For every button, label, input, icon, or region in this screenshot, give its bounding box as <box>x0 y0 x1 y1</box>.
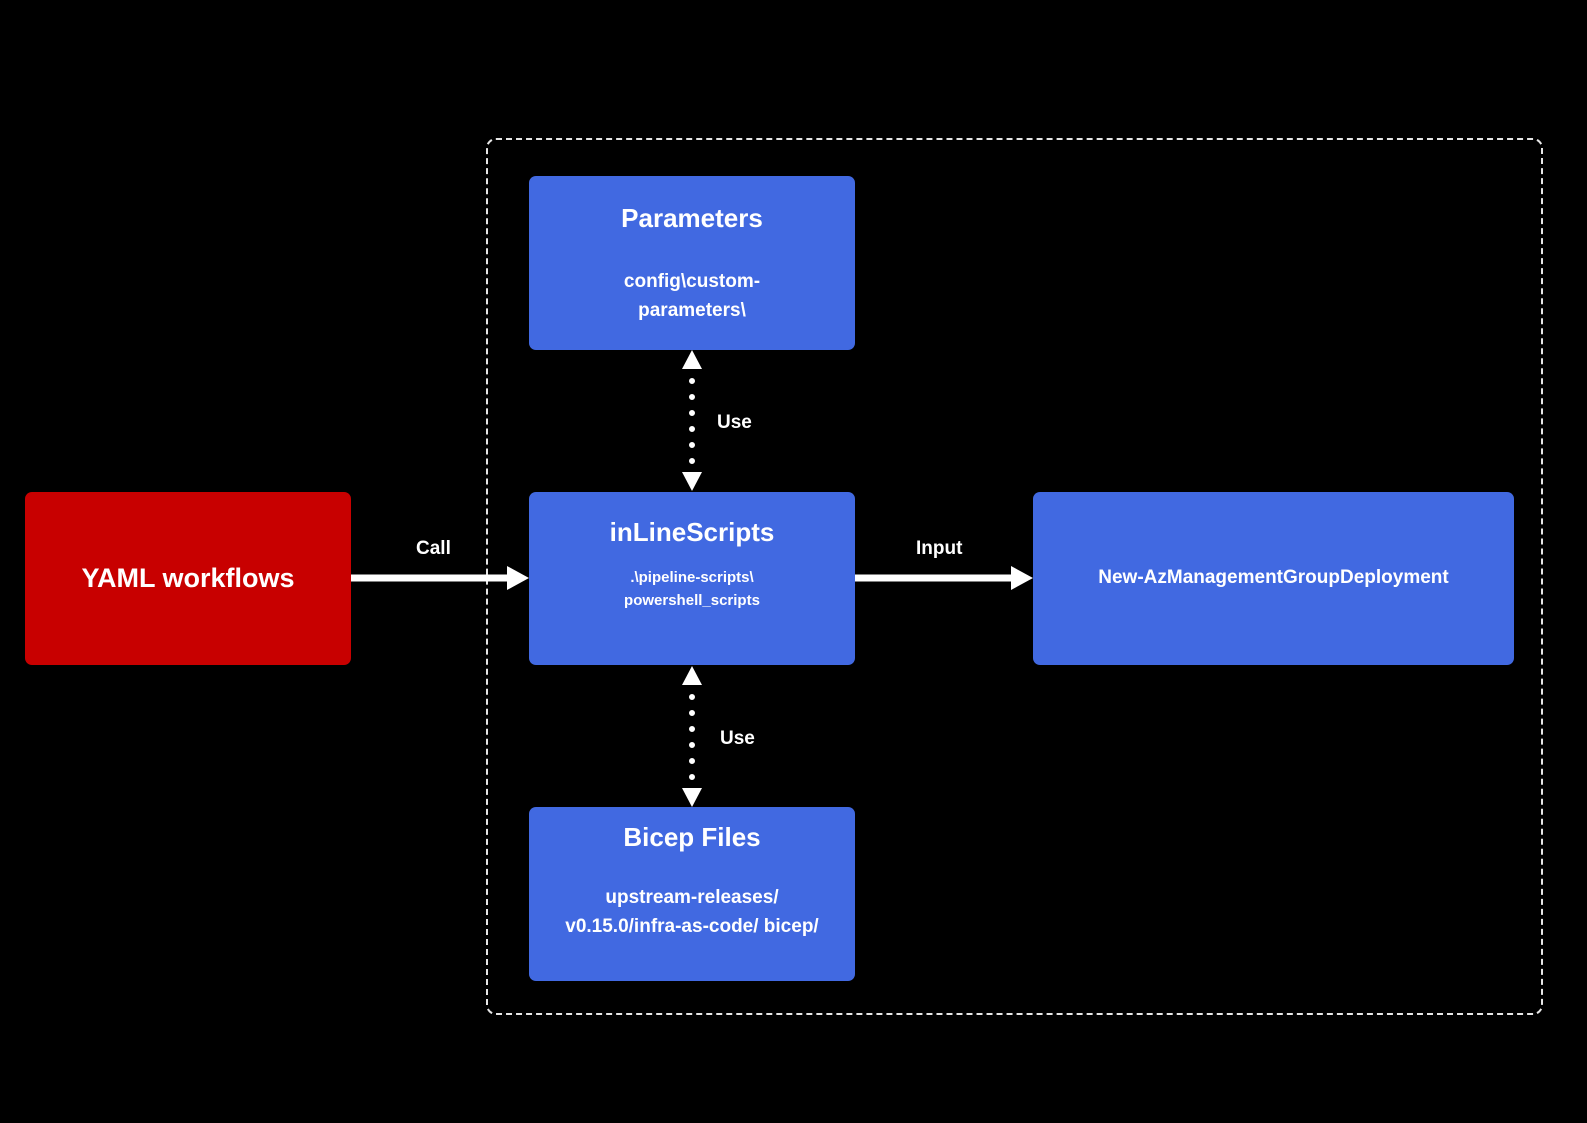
parameters-path: config\custom-parameters\ <box>623 271 761 321</box>
bicep-files-path: upstream-releases/ v0.15.0/infra-as-code… <box>565 887 819 937</box>
inline-scripts-path: .\pipeline-scripts\ powershell_scripts <box>624 569 760 609</box>
bicep-files-title: Bicep Files <box>623 822 761 852</box>
inline-scripts-title: inLineScripts <box>609 517 775 547</box>
input-label: Input <box>916 538 963 559</box>
deployment-title: New-AzManagementGroupDeployment <box>1098 567 1449 588</box>
deployment-node: New-AzManagementGroupDeployment <box>1033 492 1514 665</box>
use-top-label: Use <box>717 412 752 433</box>
bicep-files-node: Bicep Files upstream-releases/ v0.15.0/i… <box>529 807 855 981</box>
yaml-workflows-node: YAML workflows <box>25 492 351 665</box>
parameters-node: Parameters config\custom-parameters\ <box>529 176 855 350</box>
inline-scripts-node: inLineScripts .\pipeline-scripts\ powers… <box>529 492 855 665</box>
use-bottom-label: Use <box>720 728 755 749</box>
yaml-workflows-title: YAML workflows <box>81 563 295 593</box>
call-label: Call <box>416 538 451 559</box>
parameters-title: Parameters <box>621 203 763 233</box>
